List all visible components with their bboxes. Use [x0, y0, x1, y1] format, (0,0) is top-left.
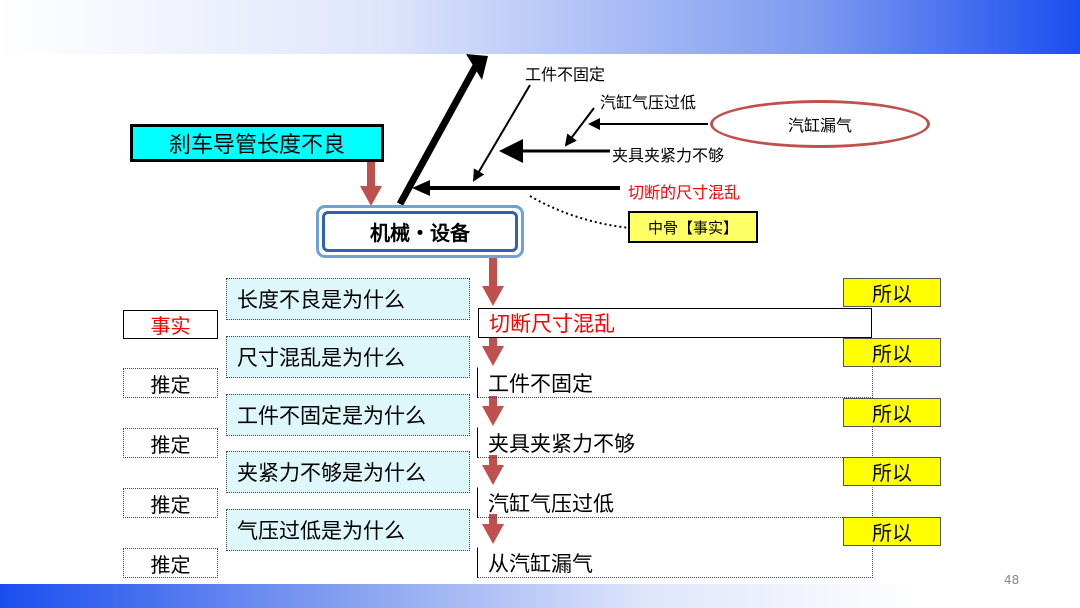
answer-text: 切断尺寸混乱 [489, 312, 615, 336]
spine-arrowhead [466, 54, 488, 80]
category-label: 机械・设备 [370, 221, 470, 245]
tag-estimate: 推定 [123, 428, 218, 458]
tag-label: 推定 [150, 492, 191, 517]
bone-connector [529, 195, 631, 229]
tag-label: 推定 [150, 432, 191, 457]
cylinder-leak-label: 汽缸漏气 [787, 116, 852, 135]
therefore-label: 所以 [872, 521, 912, 545]
tag-fact: 事实 [123, 310, 218, 339]
tag-estimate: 推定 [123, 368, 218, 398]
tag-label: 事实 [150, 314, 191, 338]
branch-not-fixed-label: 工件不固定 [525, 65, 606, 84]
why-question: 气压过低是为什么 [237, 519, 405, 543]
why-box-3: 工件不固定是为什么 [226, 394, 470, 436]
branch-air-low-label: 汽缸气压过低 [600, 93, 697, 112]
footer-gradient-bar [0, 584, 1080, 608]
branch-cut-size-label: 切断的尺寸混乱 [628, 183, 741, 202]
therefore-label: 所以 [872, 402, 912, 426]
therefore-label: 所以 [872, 282, 912, 306]
bone-fact-label: 中骨【事实】 [647, 218, 738, 237]
therefore-box: 所以 [843, 338, 941, 367]
answer-row-4: 汽缸气压过低 [477, 487, 873, 518]
problem-box: 刹车导管长度不良 [130, 124, 384, 162]
red-arrows [360, 158, 504, 544]
why-question: 长度不良是为什么 [237, 288, 405, 312]
why-box-2: 尺寸混乱是为什么 [226, 336, 470, 378]
answer-text: 夹具夹紧力不够 [488, 431, 635, 456]
therefore-box: 所以 [843, 278, 941, 307]
header-gradient-bar [0, 0, 1080, 54]
answer-text: 工件不固定 [488, 371, 593, 396]
why-question: 工件不固定是为什么 [237, 404, 426, 428]
therefore-label: 所以 [872, 342, 912, 366]
tag-label: 推定 [150, 372, 191, 397]
therefore-box: 所以 [843, 398, 941, 427]
spine-arrow [396, 60, 482, 206]
cylinder-leak-oval: 汽缸漏气 [710, 100, 930, 148]
answer-row-2: 工件不固定 [477, 367, 873, 398]
answer-row-5: 从汽缸漏气 [477, 547, 873, 578]
answer-text: 汽缸气压过低 [488, 491, 614, 516]
tag-estimate: 推定 [123, 548, 218, 578]
why-box-4: 夹紧力不够是为什么 [226, 451, 470, 493]
why-box-5: 气压过低是为什么 [226, 509, 470, 551]
machine-category-box: 机械・设备 [316, 205, 524, 258]
branch-air-low-arrow [564, 107, 595, 147]
answer-row-3: 夹具夹紧力不够 [477, 427, 873, 458]
answer-row-1: 切断尺寸混乱 [478, 308, 872, 338]
tag-estimate: 推定 [123, 488, 218, 518]
therefore-box: 所以 [843, 457, 941, 486]
therefore-box: 所以 [843, 517, 941, 546]
page-number: 48 [1004, 573, 1020, 587]
therefore-label: 所以 [872, 461, 912, 485]
problem-label: 刹车导管长度不良 [168, 133, 345, 158]
why-question: 尺寸混乱是为什么 [237, 346, 405, 370]
why-question: 夹紧力不够是为什么 [237, 461, 426, 485]
branch-not-fixed-arrow [472, 84, 531, 182]
answer-text: 从汽缸漏气 [488, 551, 593, 576]
tag-label: 推定 [150, 552, 191, 577]
why-box-1: 长度不良是为什么 [226, 278, 470, 320]
bone-fact-box: 中骨【事实】 [628, 211, 758, 243]
branch-clamp-label: 夹具夹紧力不够 [612, 146, 725, 165]
